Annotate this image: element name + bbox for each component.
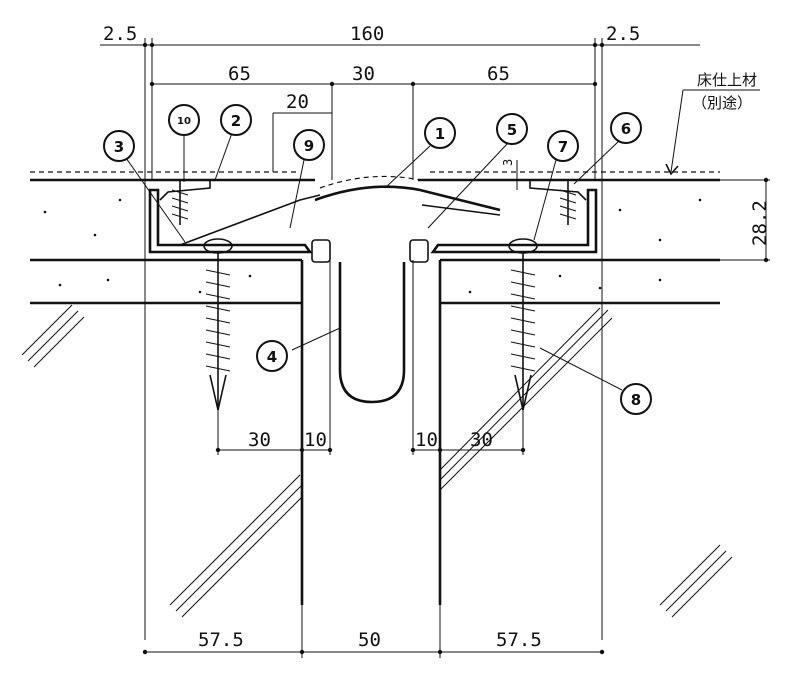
u-gasket — [338, 262, 406, 404]
cover-plate — [314, 175, 501, 216]
right-top-screw — [559, 180, 577, 225]
dim-bottom-right: 57.5 — [496, 629, 542, 651]
svg-text:2: 2 — [231, 112, 241, 130]
dim-bottom-left: 57.5 — [198, 629, 244, 651]
dim-thickness: 28.2 — [749, 200, 771, 246]
svg-text:1: 1 — [435, 125, 445, 143]
balloon-10: 10 — [168, 104, 200, 136]
dim-small-offset: 20 — [286, 91, 309, 113]
balloon-9: 9 — [293, 129, 325, 161]
concrete-texture — [43, 198, 702, 294]
joint-base-frame — [148, 179, 598, 263]
balloon-4: 4 — [256, 340, 288, 372]
balloon-3: 3 — [103, 130, 135, 162]
dim-top-left-edge: 2.5 — [103, 23, 137, 45]
svg-text:5: 5 — [507, 121, 517, 139]
dim-upper-center: 30 — [352, 63, 375, 85]
svg-text:4: 4 — [267, 348, 277, 366]
dim-upper-left: 65 — [228, 63, 251, 85]
dimension-lines — [100, 38, 770, 658]
left-top-screw — [171, 180, 189, 225]
svg-text:8: 8 — [631, 391, 641, 409]
dim-anchor-left-30: 30 — [248, 429, 271, 451]
floor-finish-note: 床仕上材 （別途） — [665, 71, 760, 176]
left-anchor-bolt — [203, 238, 233, 411]
dim-top-right-edge: 2.5 — [606, 23, 640, 45]
leader-lines — [125, 132, 623, 391]
svg-text:7: 7 — [558, 138, 568, 156]
note-line2: （別途） — [692, 94, 752, 112]
svg-text:3: 3 — [114, 138, 124, 156]
dim-bottom-center: 50 — [358, 629, 381, 651]
dim-anchor-right-30: 30 — [470, 429, 493, 451]
balloon-8: 8 — [620, 383, 652, 415]
dim-gap-top: 3 — [501, 159, 515, 166]
balloon-6: 6 — [610, 112, 642, 144]
note-line1: 床仕上材 — [697, 71, 757, 89]
balloon-1: 1 — [424, 117, 456, 149]
dim-upper-right: 65 — [487, 63, 510, 85]
dim-anchor-right-10: 10 — [415, 429, 438, 451]
wall-hatching — [21, 304, 733, 618]
svg-text:9: 9 — [304, 137, 314, 155]
floor-slab — [30, 171, 720, 605]
balloon-7: 7 — [547, 130, 579, 162]
dim-anchor-left-10: 10 — [304, 429, 327, 451]
balloon-2: 2 — [220, 104, 252, 136]
dim-top-total: 160 — [350, 23, 384, 45]
svg-text:6: 6 — [621, 120, 631, 138]
right-anchor-bolt — [508, 238, 538, 411]
balloon-5: 5 — [496, 113, 528, 145]
svg-text:10: 10 — [177, 116, 191, 127]
